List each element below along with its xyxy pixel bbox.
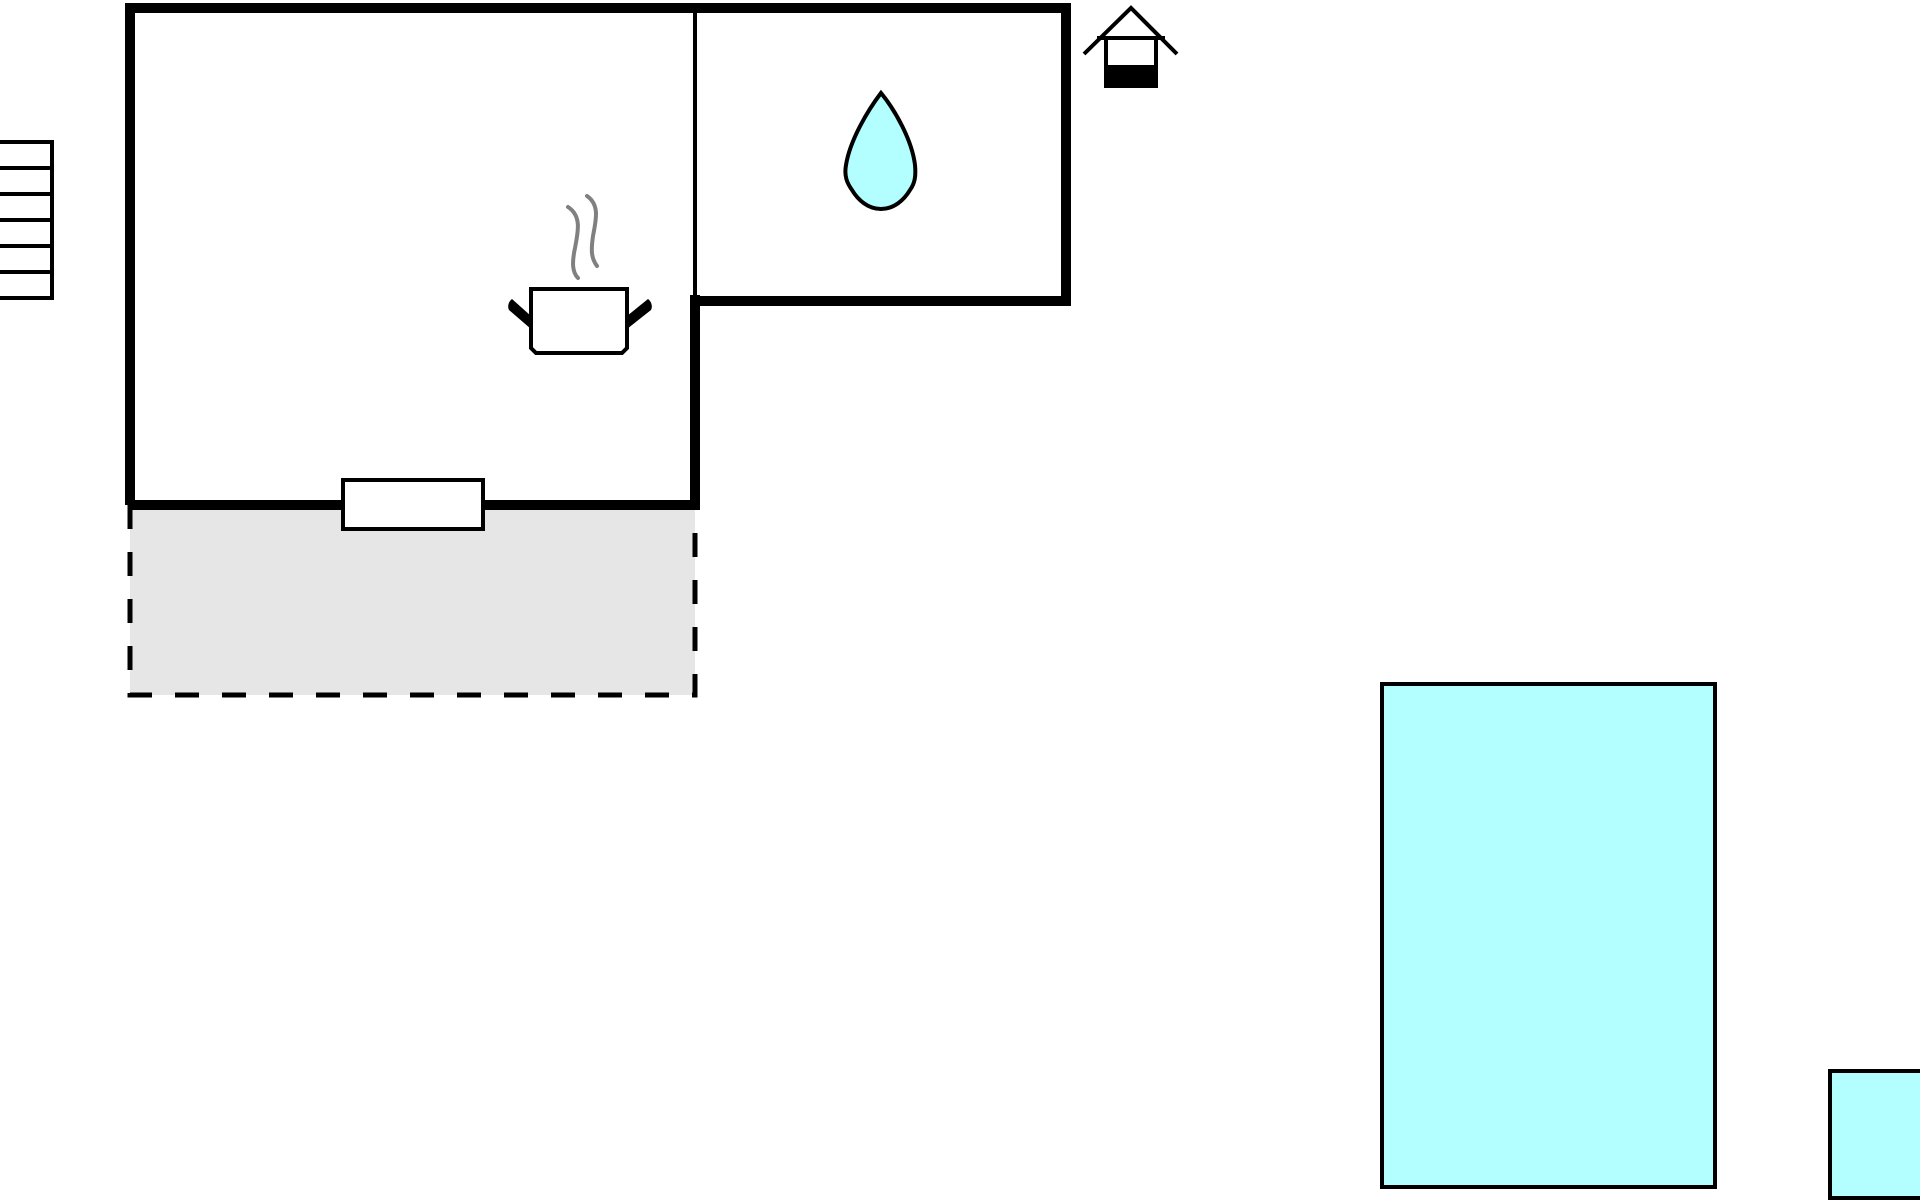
water-well-icon: [1082, 5, 1179, 88]
cooking-pot-icon: [508, 194, 652, 355]
window: [341, 478, 485, 531]
swimming-pool: [1380, 682, 1717, 1189]
kitchen-room: [125, 3, 700, 510]
terrace-area: [127, 505, 698, 698]
bathroom-room: [695, 3, 1071, 306]
pool-small: [1828, 1069, 1920, 1200]
water-drop-icon: [843, 89, 918, 212]
stairs-icon: [0, 140, 54, 300]
